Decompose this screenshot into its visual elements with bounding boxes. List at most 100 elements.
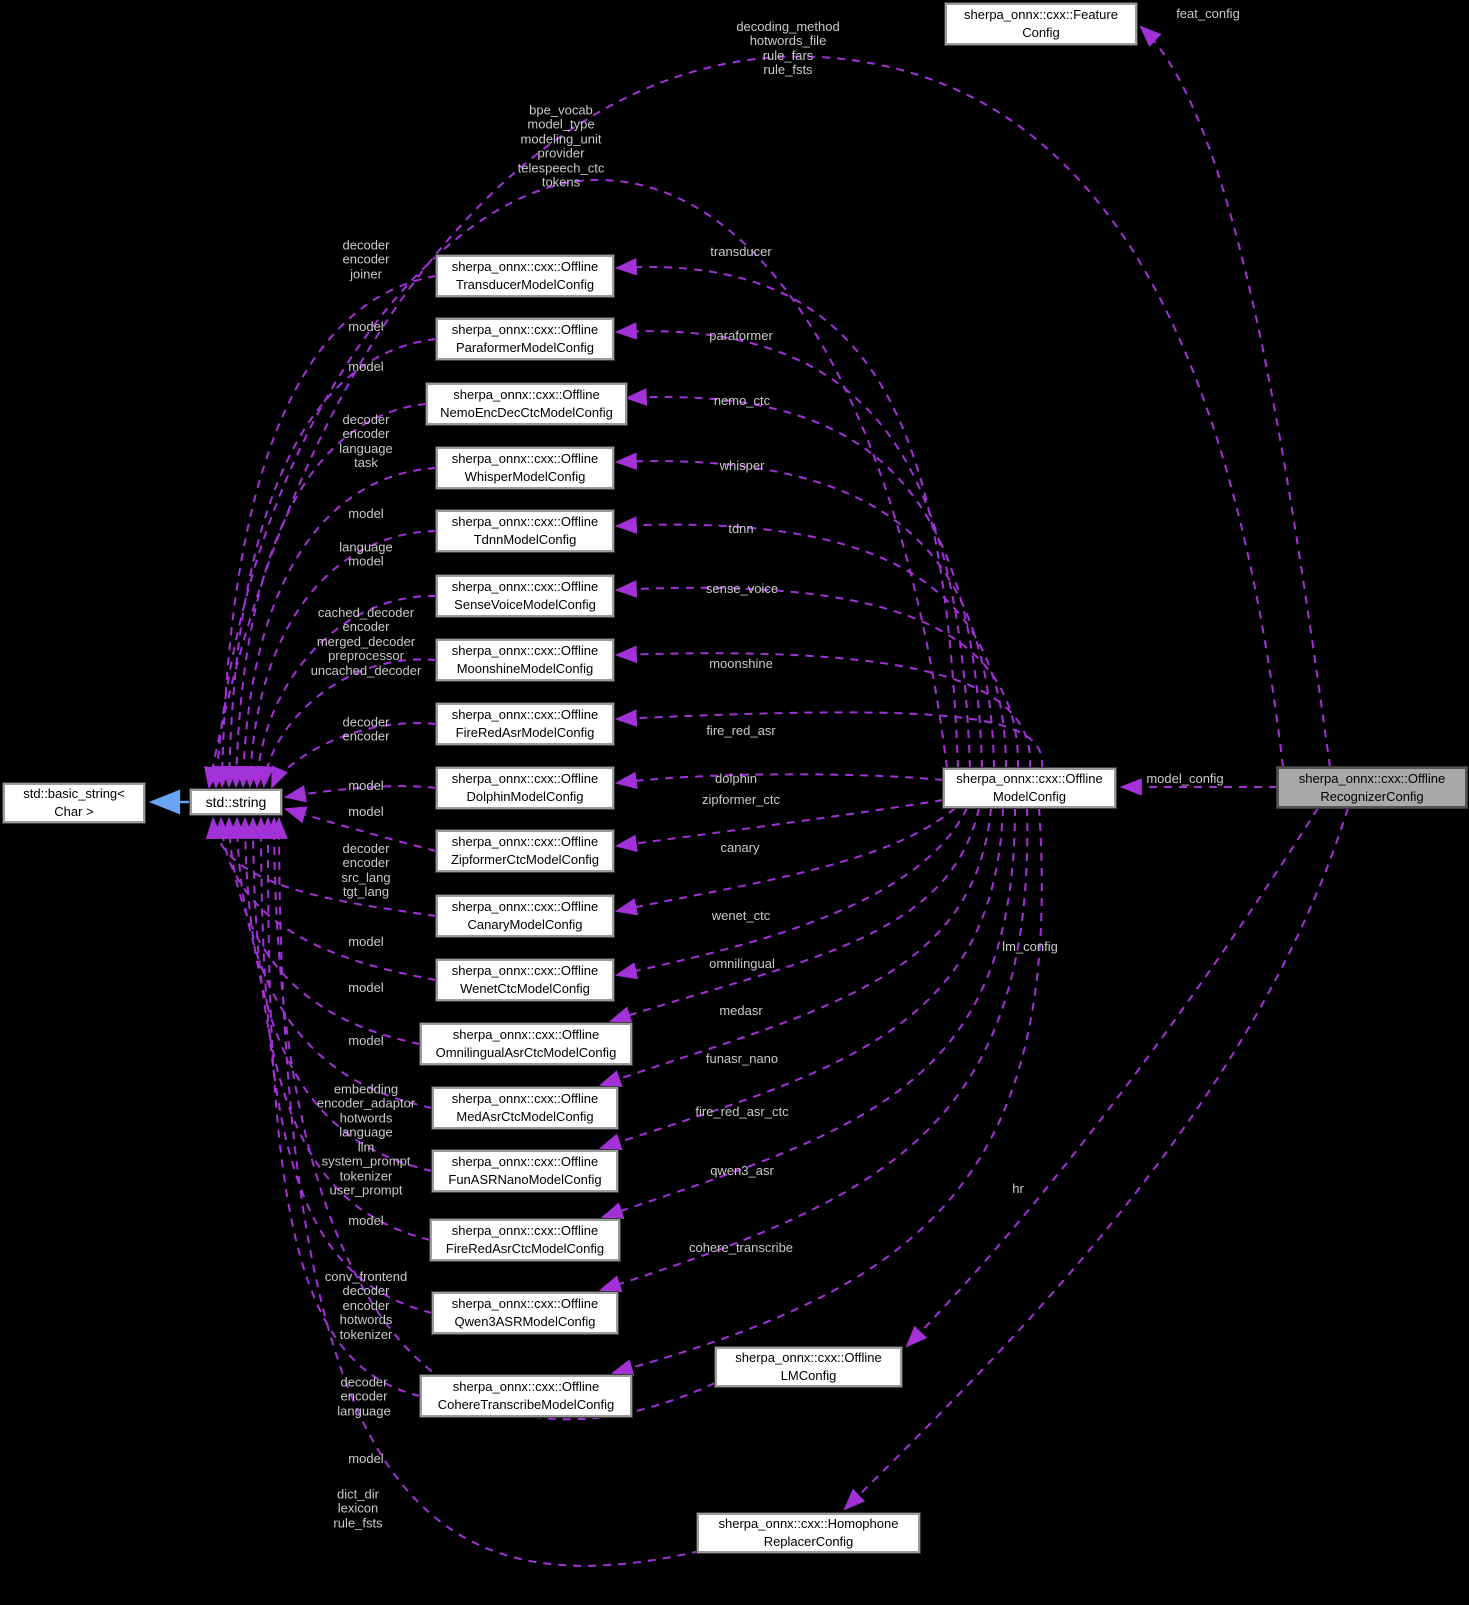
node-text-line: sherpa_onnx::cxx::Offline — [451, 1154, 599, 1170]
node-text-line: sherpa_onnx::cxx::Offline — [451, 899, 599, 915]
node-text-line: sherpa_onnx::cxx::Offline — [1298, 770, 1446, 786]
edge-dolphin-string — [283, 785, 437, 803]
node-text-line: sherpa_onnx::cxx::Offline — [956, 771, 1103, 787]
node-offline-transducer-model-config[interactable]: sherpa_onnx::cxx::Offline TransducerMode… — [435, 254, 615, 298]
node-text-line: sherpa_onnx::cxx::Offline — [451, 1223, 599, 1239]
node-text-line: sherpa_onnx::cxx::Offline — [451, 707, 599, 723]
node-offline-wenet-ctc-model-config[interactable]: sherpa_onnx::cxx::Offline WenetCtcModelC… — [435, 958, 615, 1002]
node-offline-tdnn-model-config[interactable]: sherpa_onnx::cxx::Offline TdnnModelConfi… — [435, 509, 615, 553]
node-homophone-replacer-config[interactable]: sherpa_onnx::cxx::Homophone ReplacerConf… — [696, 1512, 921, 1554]
edge-nemo-string — [227, 403, 427, 789]
edge-cohere-string — [259, 816, 421, 1397]
edge-paraformer-string — [220, 338, 437, 789]
node-std-basic-string[interactable]: std::basic_string< Char > — [2, 782, 146, 824]
edge-modelconfig-sensevoice — [614, 580, 1020, 769]
edge-omnilingual-string — [220, 816, 421, 1045]
edge-wenetctc-string — [213, 816, 437, 981]
edge-modelconfig-moonshine — [614, 645, 1032, 769]
node-text-line: TransducerModelConfig — [455, 277, 595, 292]
edge-recognizer-string — [204, 55, 1284, 790]
node-offline-canary-model-config[interactable]: sherpa_onnx::cxx::Offline CanaryModelCon… — [435, 894, 615, 938]
node-text-line: FireRedAsrCtcModelConfig — [445, 1241, 605, 1256]
edge-tdnn-string — [241, 530, 437, 789]
edge-canary-string — [205, 816, 437, 917]
node-text-line: sherpa_onnx::cxx::Offline — [452, 1027, 600, 1043]
node-offline-funasr-nano-model-config[interactable]: sherpa_onnx::cxx::Offline FunASRNanoMode… — [431, 1149, 619, 1193]
node-text-line: sherpa_onnx::cxx::Offline — [453, 387, 600, 403]
node-text-line: FireRedAsrModelConfig — [455, 725, 595, 740]
edge-modelconfig-nemo — [624, 388, 983, 769]
node-offline-nemo-encdec-ctc-model-config[interactable]: sherpa_onnx::cxx::Offline NemoEncDecCtcM… — [425, 382, 628, 426]
node-text-line: FunASRNanoModelConfig — [448, 1172, 602, 1187]
node-text-line: DolphinModelConfig — [466, 789, 584, 804]
node-text-line: ZipformerCtcModelConfig — [450, 852, 600, 867]
node-offline-lm-config[interactable]: sherpa_onnx::cxx::Offline LMConfig — [714, 1346, 903, 1388]
node-text-line: sherpa_onnx::cxx::Offline — [451, 834, 599, 850]
node-text-line: ModelConfig — [993, 789, 1066, 804]
edge-fireredasr-string — [271, 722, 437, 790]
node-text-line: sherpa_onnx::cxx::Offline — [451, 1296, 599, 1312]
edge-funasr-string — [236, 816, 433, 1172]
edge-moonshine-string — [256, 658, 437, 789]
node-text-line: sherpa_onnx::cxx::Offline — [451, 579, 599, 595]
node-text-line: sherpa_onnx::cxx::Offline — [451, 643, 599, 659]
node-text-line: ReplacerConfig — [763, 1534, 854, 1549]
node-offline-fire-red-asr-ctc-model-config[interactable]: sherpa_onnx::cxx::Offline FireRedAsrCtcM… — [429, 1218, 621, 1262]
node-offline-whisper-model-config[interactable]: sherpa_onnx::cxx::Offline WhisperModelCo… — [435, 446, 615, 490]
edge-modelconfig-string — [208, 178, 948, 790]
node-offline-fire-red-asr-model-config[interactable]: sherpa_onnx::cxx::Offline FireRedAsrMode… — [435, 702, 615, 746]
node-text-line: sherpa_onnx::cxx::Offline — [451, 322, 599, 338]
node-text-line: sherpa_onnx::cxx::Offline — [735, 1350, 882, 1366]
node-text-line: MoonshineModelConfig — [456, 661, 594, 676]
edge-modelconfig-cohere — [610, 807, 1043, 1377]
node-text-line: CanaryModelConfig — [467, 917, 583, 932]
edge-transducer-string — [213, 275, 437, 789]
edge-medasr-string — [228, 816, 433, 1109]
node-text-line: sherpa_onnx::cxx::Offline — [451, 259, 599, 275]
node-feature-config[interactable]: sherpa_onnx::cxx::Feature Config — [944, 2, 1138, 46]
edge-zipformerctc-string — [283, 806, 437, 852]
node-offline-med-asr-ctc-model-config[interactable]: sherpa_onnx::cxx::Offline MedAsrCtcModel… — [431, 1086, 619, 1130]
node-text-line: std::string — [205, 793, 267, 810]
edge-modelconfig-tdnn — [614, 516, 1007, 769]
node-offline-cohere-transcribe-model-config[interactable]: sherpa_onnx::cxx::Offline CohereTranscri… — [419, 1374, 633, 1418]
node-offline-model-config[interactable]: sherpa_onnx::cxx::Offline ModelConfig — [942, 767, 1117, 809]
edge-recognizer-featureconfig — [1139, 25, 1331, 768]
node-text-line: SenseVoiceModelConfig — [454, 597, 596, 612]
node-offline-dolphin-model-config[interactable]: sherpa_onnx::cxx::Offline DolphinModelCo… — [435, 766, 615, 810]
edge-modelconfig-dolphin — [614, 771, 944, 790]
edge-recognizer-lmconfig — [905, 807, 1319, 1348]
node-offline-moonshine-model-config[interactable]: sherpa_onnx::cxx::Offline MoonshineModel… — [435, 638, 615, 682]
node-text-line: std::basic_string< — [23, 786, 125, 802]
node-text-line: Qwen3ASRModelConfig — [454, 1314, 596, 1329]
edge-modelconfig-fireredasrctc — [600, 807, 1016, 1219]
edge-modelconfig-funasr — [598, 807, 1004, 1151]
node-offline-qwen3-asr-model-config[interactable]: sherpa_onnx::cxx::Offline Qwen3ASRModelC… — [431, 1291, 619, 1335]
edge-sensevoice-string — [248, 594, 437, 789]
node-text-line: WenetCtcModelConfig — [460, 981, 590, 996]
node-text-line: sherpa_onnx::cxx::Offline — [451, 451, 599, 467]
node-text-line: CohereTranscribeModelConfig — [437, 1397, 615, 1412]
edge-modelconfig-paraformer — [614, 322, 971, 769]
node-offline-recognizer-config[interactable]: sherpa_onnx::cxx::Offline RecognizerConf… — [1276, 766, 1468, 809]
node-offline-paraformer-model-config[interactable]: sherpa_onnx::cxx::Offline ParaformerMode… — [435, 317, 615, 361]
edge-modelconfig-whisper — [614, 452, 995, 769]
node-std-string[interactable]: std::string — [189, 788, 283, 816]
node-text-line: Char > — [54, 804, 94, 819]
edge-modelconfig-fireredasr — [614, 709, 1044, 769]
node-text-line: sherpa_onnx::cxx::Offline — [452, 1379, 600, 1395]
node-text-line: RecognizerConfig — [1320, 788, 1424, 804]
edge-recognizer-homophone — [843, 807, 1349, 1511]
node-text-line: sherpa_onnx::cxx::Homophone — [718, 1516, 899, 1532]
node-text-line: MedAsrCtcModelConfig — [456, 1109, 594, 1124]
edge-modelconfig-omnilingual — [608, 807, 980, 1024]
edge-qwen3-string — [252, 816, 433, 1314]
node-text-line: NemoEncDecCtcModelConfig — [440, 405, 613, 420]
edge-modelconfig-transducer — [614, 258, 959, 769]
edge-modelconfig-medasr — [598, 807, 992, 1087]
node-offline-sense-voice-model-config[interactable]: sherpa_onnx::cxx::Offline SenseVoiceMode… — [435, 574, 615, 618]
node-offline-zipformer-ctc-model-config[interactable]: sherpa_onnx::cxx::Offline ZipformerCtcMo… — [435, 829, 615, 873]
edge-modelconfig-canary — [614, 807, 956, 916]
node-offline-omnilingual-asr-ctc-model-config[interactable]: sherpa_onnx::cxx::Offline OmnilingualAsr… — [419, 1022, 633, 1066]
edge-modelconfig-zipformerctc — [614, 799, 944, 853]
